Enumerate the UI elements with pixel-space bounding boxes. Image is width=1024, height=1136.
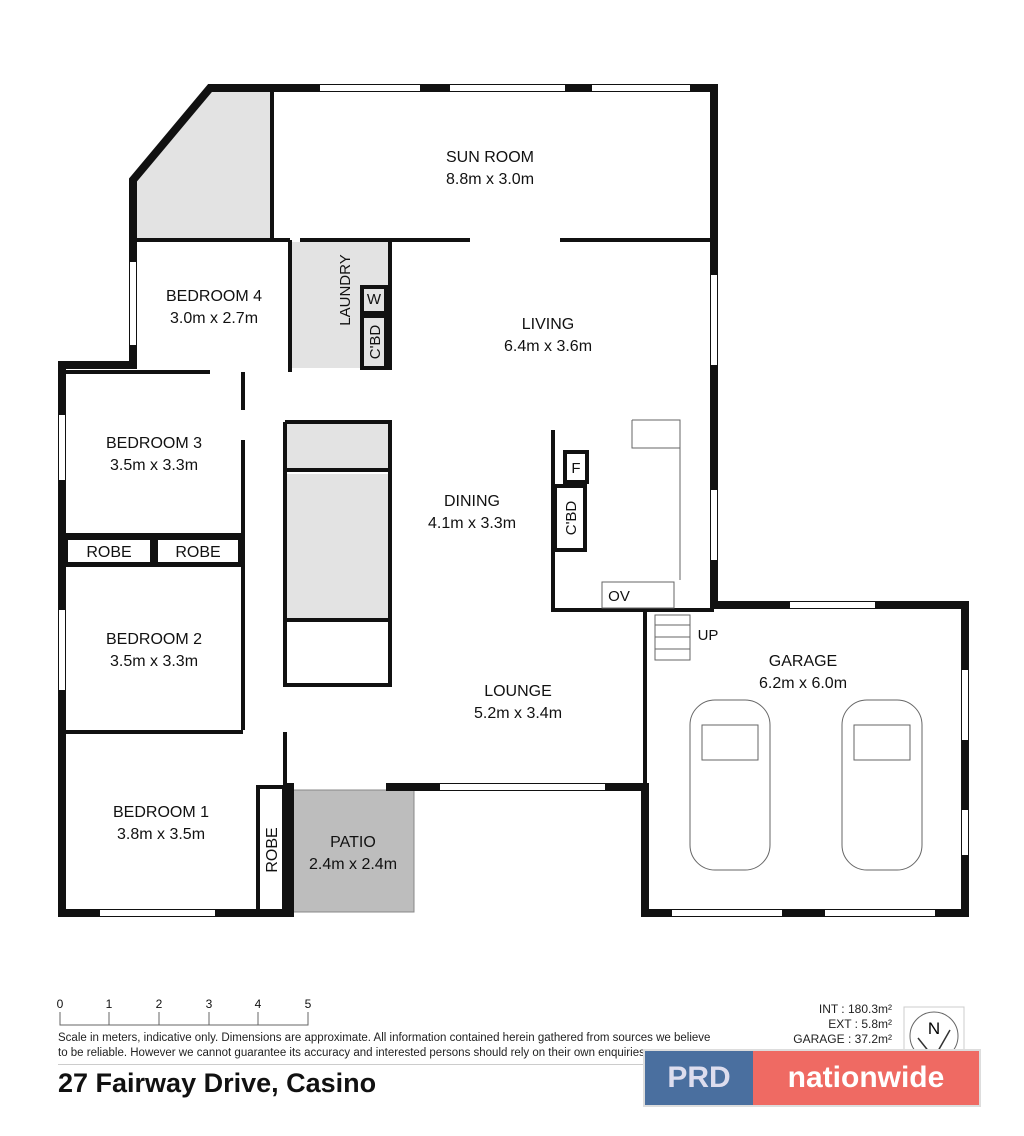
up-label: UP [698, 627, 719, 644]
divider [58, 1064, 658, 1065]
ensuite-area [137, 92, 272, 238]
patio-size: 2.4m x 2.4m [309, 856, 397, 873]
prd-nationwide-logo: PRD nationwide [645, 1051, 979, 1105]
external-area: EXT : 5.8m² [828, 1017, 892, 1031]
sun-room-name: SUN ROOM [446, 149, 534, 166]
robe-label-2: ROBE [175, 544, 220, 561]
dining-size: 4.1m x 3.3m [428, 515, 516, 532]
floor-plan: SUN ROOM 8.8m x 3.0m BEDROOM 4 3.0m x 2.… [58, 84, 969, 917]
disclaimer: Scale in meters, indicative only. Dimens… [58, 1032, 711, 1059]
area-summary: INT : 180.3m² EXT : 5.8m² GARAGE : 37.2m… [760, 1002, 892, 1047]
bedroom1-size: 3.8m x 3.5m [117, 826, 205, 843]
oven-label: OV [608, 588, 630, 605]
laundry-label: LAUNDRY [337, 254, 354, 325]
patio-name: PATIO [330, 834, 376, 851]
windows [59, 85, 968, 916]
robe-label-3: ROBE [264, 827, 281, 872]
cupboard-label-laundry: C'BD [367, 325, 384, 360]
internal-area: INT : 180.3m² [818, 1002, 892, 1016]
patio-area [291, 789, 415, 913]
garage-size: 6.2m x 6.0m [759, 675, 847, 692]
scale-bar [59, 1012, 309, 1026]
bedroom1-name: BEDROOM 1 [113, 804, 209, 821]
dining-name: DINING [444, 493, 500, 510]
robe-label-1: ROBE [86, 544, 131, 561]
bedroom3-name: BEDROOM 3 [106, 435, 202, 452]
car-icon-1 [689, 699, 771, 871]
bedroom2-name: BEDROOM 2 [106, 631, 202, 648]
fridge-label: F [571, 460, 580, 477]
bathroom-area [287, 474, 388, 618]
living-name: LIVING [522, 316, 574, 333]
property-address: 27 Fairway Drive, Casino [58, 1068, 377, 1098]
sun-room-size: 8.8m x 3.0m [446, 171, 534, 188]
lounge-name: LOUNGE [484, 683, 552, 700]
car-icon-2 [841, 699, 923, 871]
laundry-area [292, 242, 388, 368]
bedroom4-name: BEDROOM 4 [166, 288, 262, 305]
garage-area: GARAGE : 37.2m² [793, 1032, 892, 1046]
cupboard-label-kitchen: C'BD [563, 501, 580, 536]
bedroom4-size: 3.0m x 2.7m [170, 310, 258, 327]
garage-name: GARAGE [769, 653, 837, 670]
bedroom3-size: 3.5m x 3.3m [110, 457, 198, 474]
logo-prd: PRD [645, 1051, 753, 1105]
bedroom2-size: 3.5m x 3.3m [110, 653, 198, 670]
living-size: 6.4m x 3.6m [504, 338, 592, 355]
washer-label: W [367, 291, 382, 308]
lounge-size: 5.2m x 3.4m [474, 705, 562, 722]
logo-nationwide: nationwide [753, 1051, 979, 1105]
stairs [654, 614, 691, 661]
toilet-area [287, 424, 388, 468]
compass-north-label: N [928, 1019, 940, 1038]
